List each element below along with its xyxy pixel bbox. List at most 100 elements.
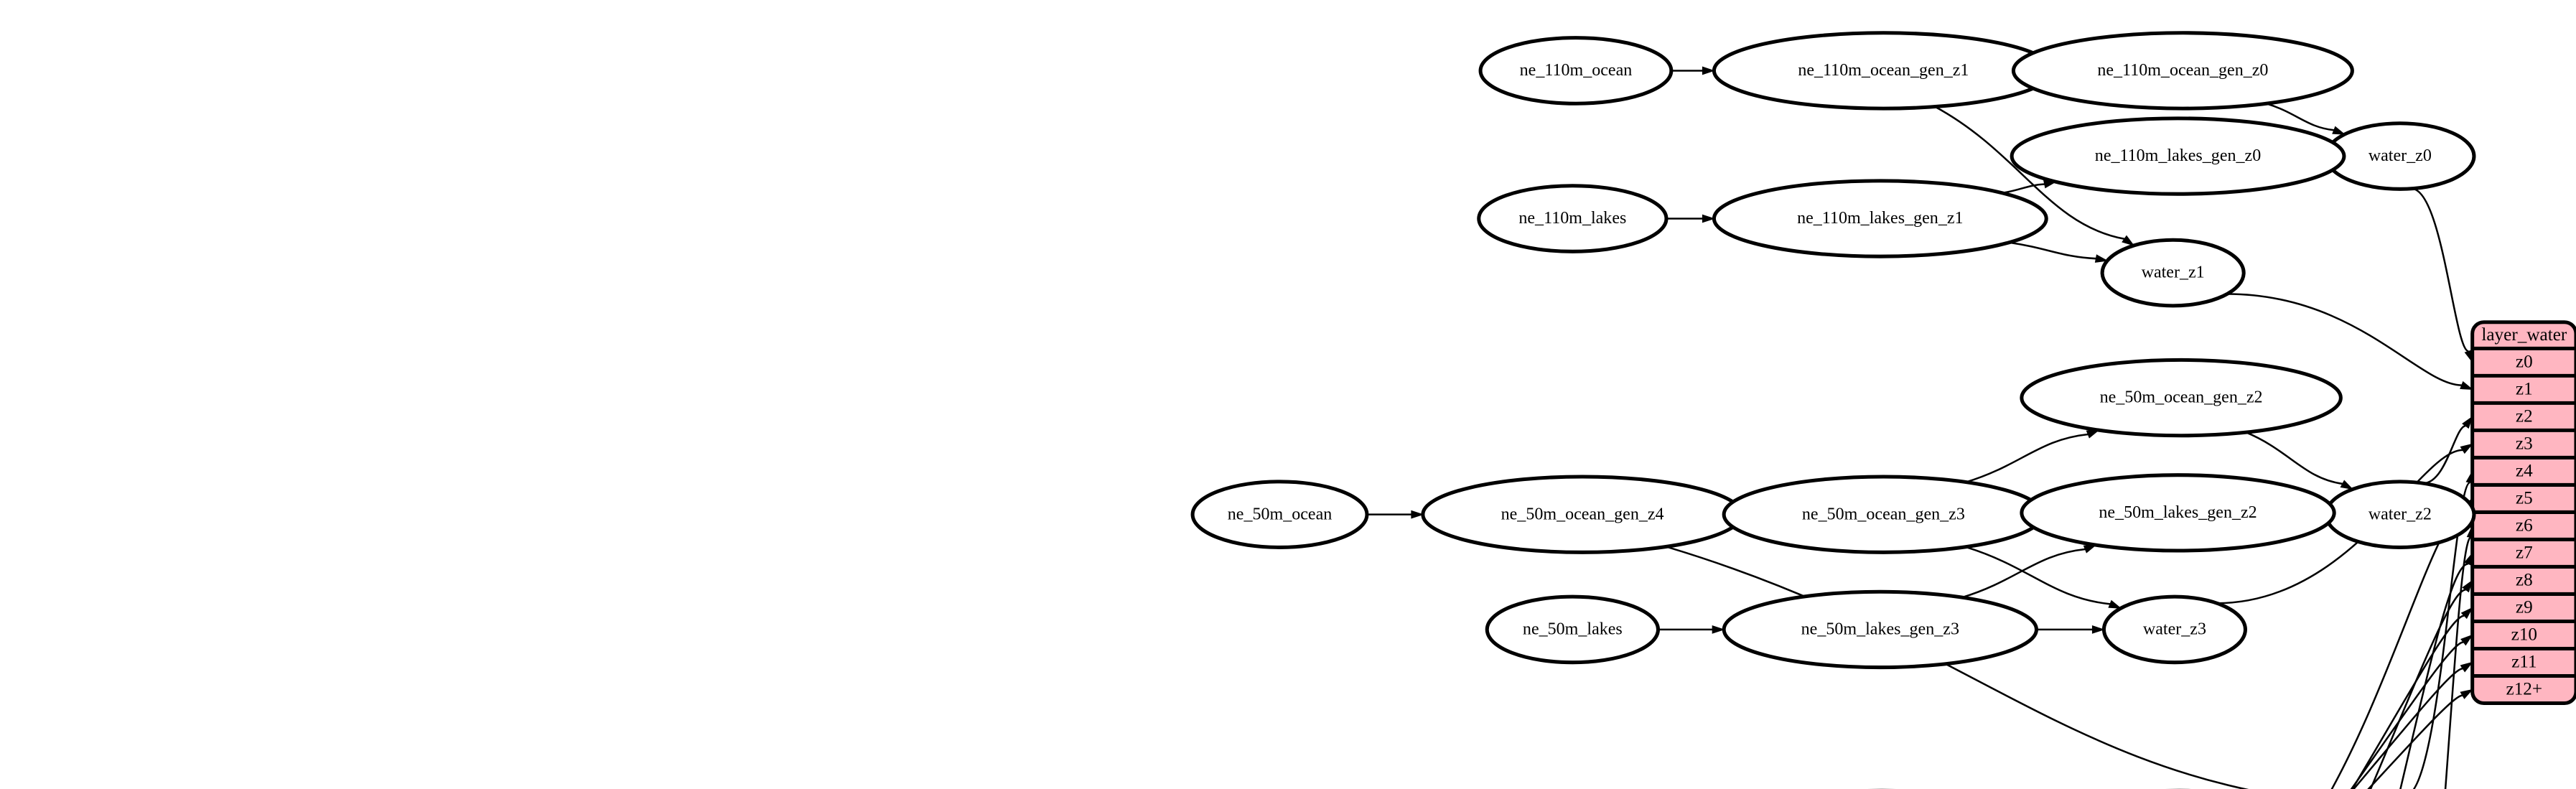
edge-ne_110m_lakes_gen_z1-to-water_z1 (2009, 241, 2109, 263)
edge-arrowhead (2460, 688, 2473, 699)
node-water_z2[interactable]: water_z2 (2324, 480, 2476, 549)
node-water_z0[interactable]: water_z0 (2324, 121, 2476, 191)
edge-ne_50m_ocean_gen_z3-to-ne_50m_ocean_gen_z2 (1966, 429, 2100, 483)
layer-water-table-group: layer_waterz0z1z2z3z4z5z6z7z8z9z10z11z12… (2470, 320, 2576, 705)
edge-line (1966, 433, 2089, 483)
node-water_z1[interactable]: water_z1 (2100, 238, 2246, 308)
edge-arrowhead (1411, 510, 1424, 519)
node-ne_50m_ocean[interactable]: ne_50m_ocean (1190, 480, 1369, 549)
layer-water-row-hit-z11[interactable] (2473, 648, 2576, 676)
edge-line (2350, 641, 2464, 789)
node-shape-water_z3[interactable] (2101, 594, 2247, 665)
edge-arrowhead (2108, 599, 2122, 609)
edge-arrowhead (2460, 443, 2473, 454)
layer-water-table: layer_waterz0z1z2z3z4z5z6z7z8z9z10z11z12… (2470, 320, 2576, 705)
edge-arrowhead (2332, 126, 2346, 135)
node-ne_110m_ocean[interactable]: ne_110m_ocean (1478, 36, 1674, 106)
layer-water-row-hit-z0[interactable] (2473, 348, 2576, 375)
node-shape-ne_50m_lakes_gen_z2[interactable] (2020, 473, 2336, 553)
node-ne_50m_ocean_gen_z4[interactable]: ne_50m_ocean_gen_z4 (1421, 475, 1744, 554)
edge-arrowhead (2091, 625, 2105, 634)
layer-water-row-hit-z9[interactable] (2473, 594, 2576, 621)
node-ne_110m_lakes[interactable]: ne_110m_lakes (1477, 184, 1669, 253)
edge-water_z8-to-layer_water-z8 (2369, 579, 2473, 789)
node-ne_110m_ocean_gen_z1[interactable]: ne_110m_ocean_gen_z1 (1712, 31, 2055, 111)
edge-arrowhead (2460, 661, 2473, 673)
node-shape-ne_50m_lakes[interactable] (1485, 594, 1661, 665)
node-shape-ne_50m_ocean[interactable] (1190, 480, 1369, 549)
edge-ne_50m_ocean_gen_z4-to-water_z4 (1666, 546, 2249, 789)
edge-ne_50m_lakes-to-ne_50m_lakes_gen_z3 (1658, 625, 1725, 634)
edge-line (2411, 187, 2469, 353)
node-shape-ne_50m_lakes_gen_z3[interactable] (1722, 589, 2039, 670)
edge-ne_110m_lakes_gen_z1-to-ne_110m_lakes_gen_z0 (2002, 179, 2057, 195)
edge-water_z11-to-layer_water-z11 (2352, 661, 2473, 789)
layer-water-row-hit-z1[interactable] (2473, 375, 2576, 403)
edge-line (1965, 546, 2111, 605)
edge-arrowhead (2460, 607, 2473, 620)
node-ne_50m_lakes[interactable]: ne_50m_lakes (1485, 594, 1661, 665)
edge-water_z7-to-layer_water-z7 (2399, 552, 2473, 789)
node-shape-ne_110m_lakes_gen_z0[interactable] (2010, 116, 2346, 196)
edge-water_z10-to-layer_water-z10 (2350, 634, 2473, 789)
edge-arrowhead (2462, 416, 2473, 429)
edge-ne_110m_ocean-to-ne_110m_ocean_gen_z1 (1671, 66, 1715, 75)
edge-ne_50m_ocean_gen_z3-to-water_z3 (1965, 546, 2122, 609)
node-shape-ne_50m_ocean_gen_z2[interactable] (2020, 358, 2343, 438)
layer-water-row-hit-z4[interactable] (2473, 457, 2576, 485)
edge-ne_110m_ocean_gen_z0-to-water_z0 (2266, 103, 2346, 135)
edge-arrowhead (1702, 214, 1715, 223)
edge-ne_50m_lakes_gen_z3-to-ne_50m_lakes_gen_z2 (1961, 544, 2097, 599)
node-ne_50m_lakes_gen_z2[interactable]: ne_50m_lakes_gen_z2 (2020, 473, 2336, 553)
edge-line (2351, 615, 2465, 789)
edge-line (2422, 425, 2466, 485)
node-shape-ne_110m_lakes_gen_z1[interactable] (1712, 179, 2048, 258)
edge-arrowhead (2122, 235, 2135, 246)
node-ne_110m_lakes_gen_z1[interactable]: ne_110m_lakes_gen_z1 (1712, 179, 2048, 258)
edge-arrowhead (2094, 254, 2109, 263)
node-shape-ne_110m_ocean[interactable] (1478, 36, 1674, 106)
layer-water-row-hit-z3[interactable] (2473, 430, 2576, 457)
edge-line (2009, 241, 2096, 260)
layer-water-row-hit-z7[interactable] (2473, 539, 2576, 566)
edge-line (1961, 548, 2086, 599)
node-shape-water_z2[interactable] (2324, 480, 2476, 549)
edge-arrowhead (2462, 579, 2473, 593)
node-shape-ne_50m_ocean_gen_z4[interactable] (1421, 475, 1744, 554)
layer-water-row-hit-z12p[interactable] (2473, 676, 2576, 703)
edge-line (2367, 694, 2463, 789)
layer-water-row-hit-z5[interactable] (2473, 485, 2576, 512)
node-water_z3[interactable]: water_z3 (2101, 594, 2247, 665)
node-shape-water_z1[interactable] (2100, 238, 2246, 308)
node-ne_110m_lakes_gen_z0[interactable]: ne_110m_lakes_gen_z0 (2010, 116, 2346, 196)
edge-ne_50m_ocean_gen_z2-to-water_z2 (2245, 431, 2354, 490)
edge-arrowhead (1702, 66, 1715, 75)
edge-water_z0-to-layer_water-z0 (2411, 187, 2473, 363)
edge-water_z1-to-layer_water-z1 (2227, 293, 2474, 390)
edge-line (2399, 563, 2469, 789)
node-ne_50m_lakes_gen_z3[interactable]: ne_50m_lakes_gen_z3 (1722, 589, 2039, 670)
edge-water_z12-to-layer_water-z12p (2367, 688, 2473, 789)
edge-water_z9-to-layer_water-z9 (2351, 607, 2473, 789)
layer-water-row-hit-z8[interactable] (2473, 566, 2576, 594)
node-shape-ne_110m_ocean_gen_z1[interactable] (1712, 31, 2055, 111)
node-ne_50m_ocean_gen_z3[interactable]: ne_50m_ocean_gen_z3 (1722, 475, 2045, 554)
node-shape-water_z0[interactable] (2324, 121, 2476, 191)
node-shape-ne_110m_ocean_gen_z0[interactable] (2011, 31, 2354, 111)
edge-line (2227, 293, 2462, 386)
edge-arrowhead (2460, 634, 2473, 646)
layer-water-row-hit-z10[interactable] (2473, 621, 2576, 648)
edge-line (2002, 183, 2045, 195)
node-shape-ne_50m_ocean_gen_z3[interactable] (1722, 475, 2045, 554)
edge-ne_50m_ocean-to-ne_50m_ocean_gen_z4 (1366, 510, 1424, 519)
layer-water-row-hit-z6[interactable] (2473, 512, 2576, 539)
node-ne_110m_ocean_gen_z0[interactable]: ne_110m_ocean_gen_z0 (2011, 31, 2354, 111)
node-ne_50m_ocean_gen_z2[interactable]: ne_50m_ocean_gen_z2 (2020, 358, 2343, 438)
edge-ne_50m_lakes_gen_z3-to-water_z3 (2036, 625, 2105, 634)
edge-line (2266, 103, 2334, 131)
layer-water-row-hit-z2[interactable] (2473, 403, 2576, 430)
node-shape-ne_110m_lakes[interactable] (1477, 184, 1669, 253)
